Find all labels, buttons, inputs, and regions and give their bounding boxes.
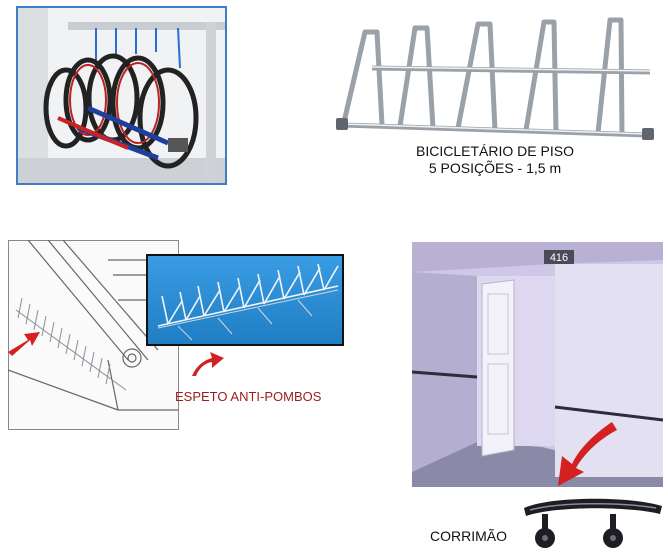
handrail-caption: CORRIMÃO: [430, 528, 507, 544]
handrail-bracket-illustration: [524, 498, 662, 548]
spikes-closeup-photo: [146, 254, 344, 346]
bike-rack-caption-line2: 5 POSIÇÕES - 1,5 m: [428, 160, 562, 176]
corridor-photo: 416: [412, 242, 663, 487]
spikes-caption: ESPETO ANTI-POMBOS: [175, 389, 322, 404]
room-number: 416: [550, 252, 568, 264]
hanging-bikes-photo: [16, 6, 227, 185]
red-arrow-icon: [192, 352, 224, 376]
bike-rack-illustration: [330, 10, 660, 150]
bike-rack-caption: BICICLETÁRIO DE PISO 5 POSIÇÕES - 1,5 m: [380, 143, 610, 177]
bike-rack-caption-line1: BICICLETÁRIO DE PISO: [416, 143, 574, 159]
